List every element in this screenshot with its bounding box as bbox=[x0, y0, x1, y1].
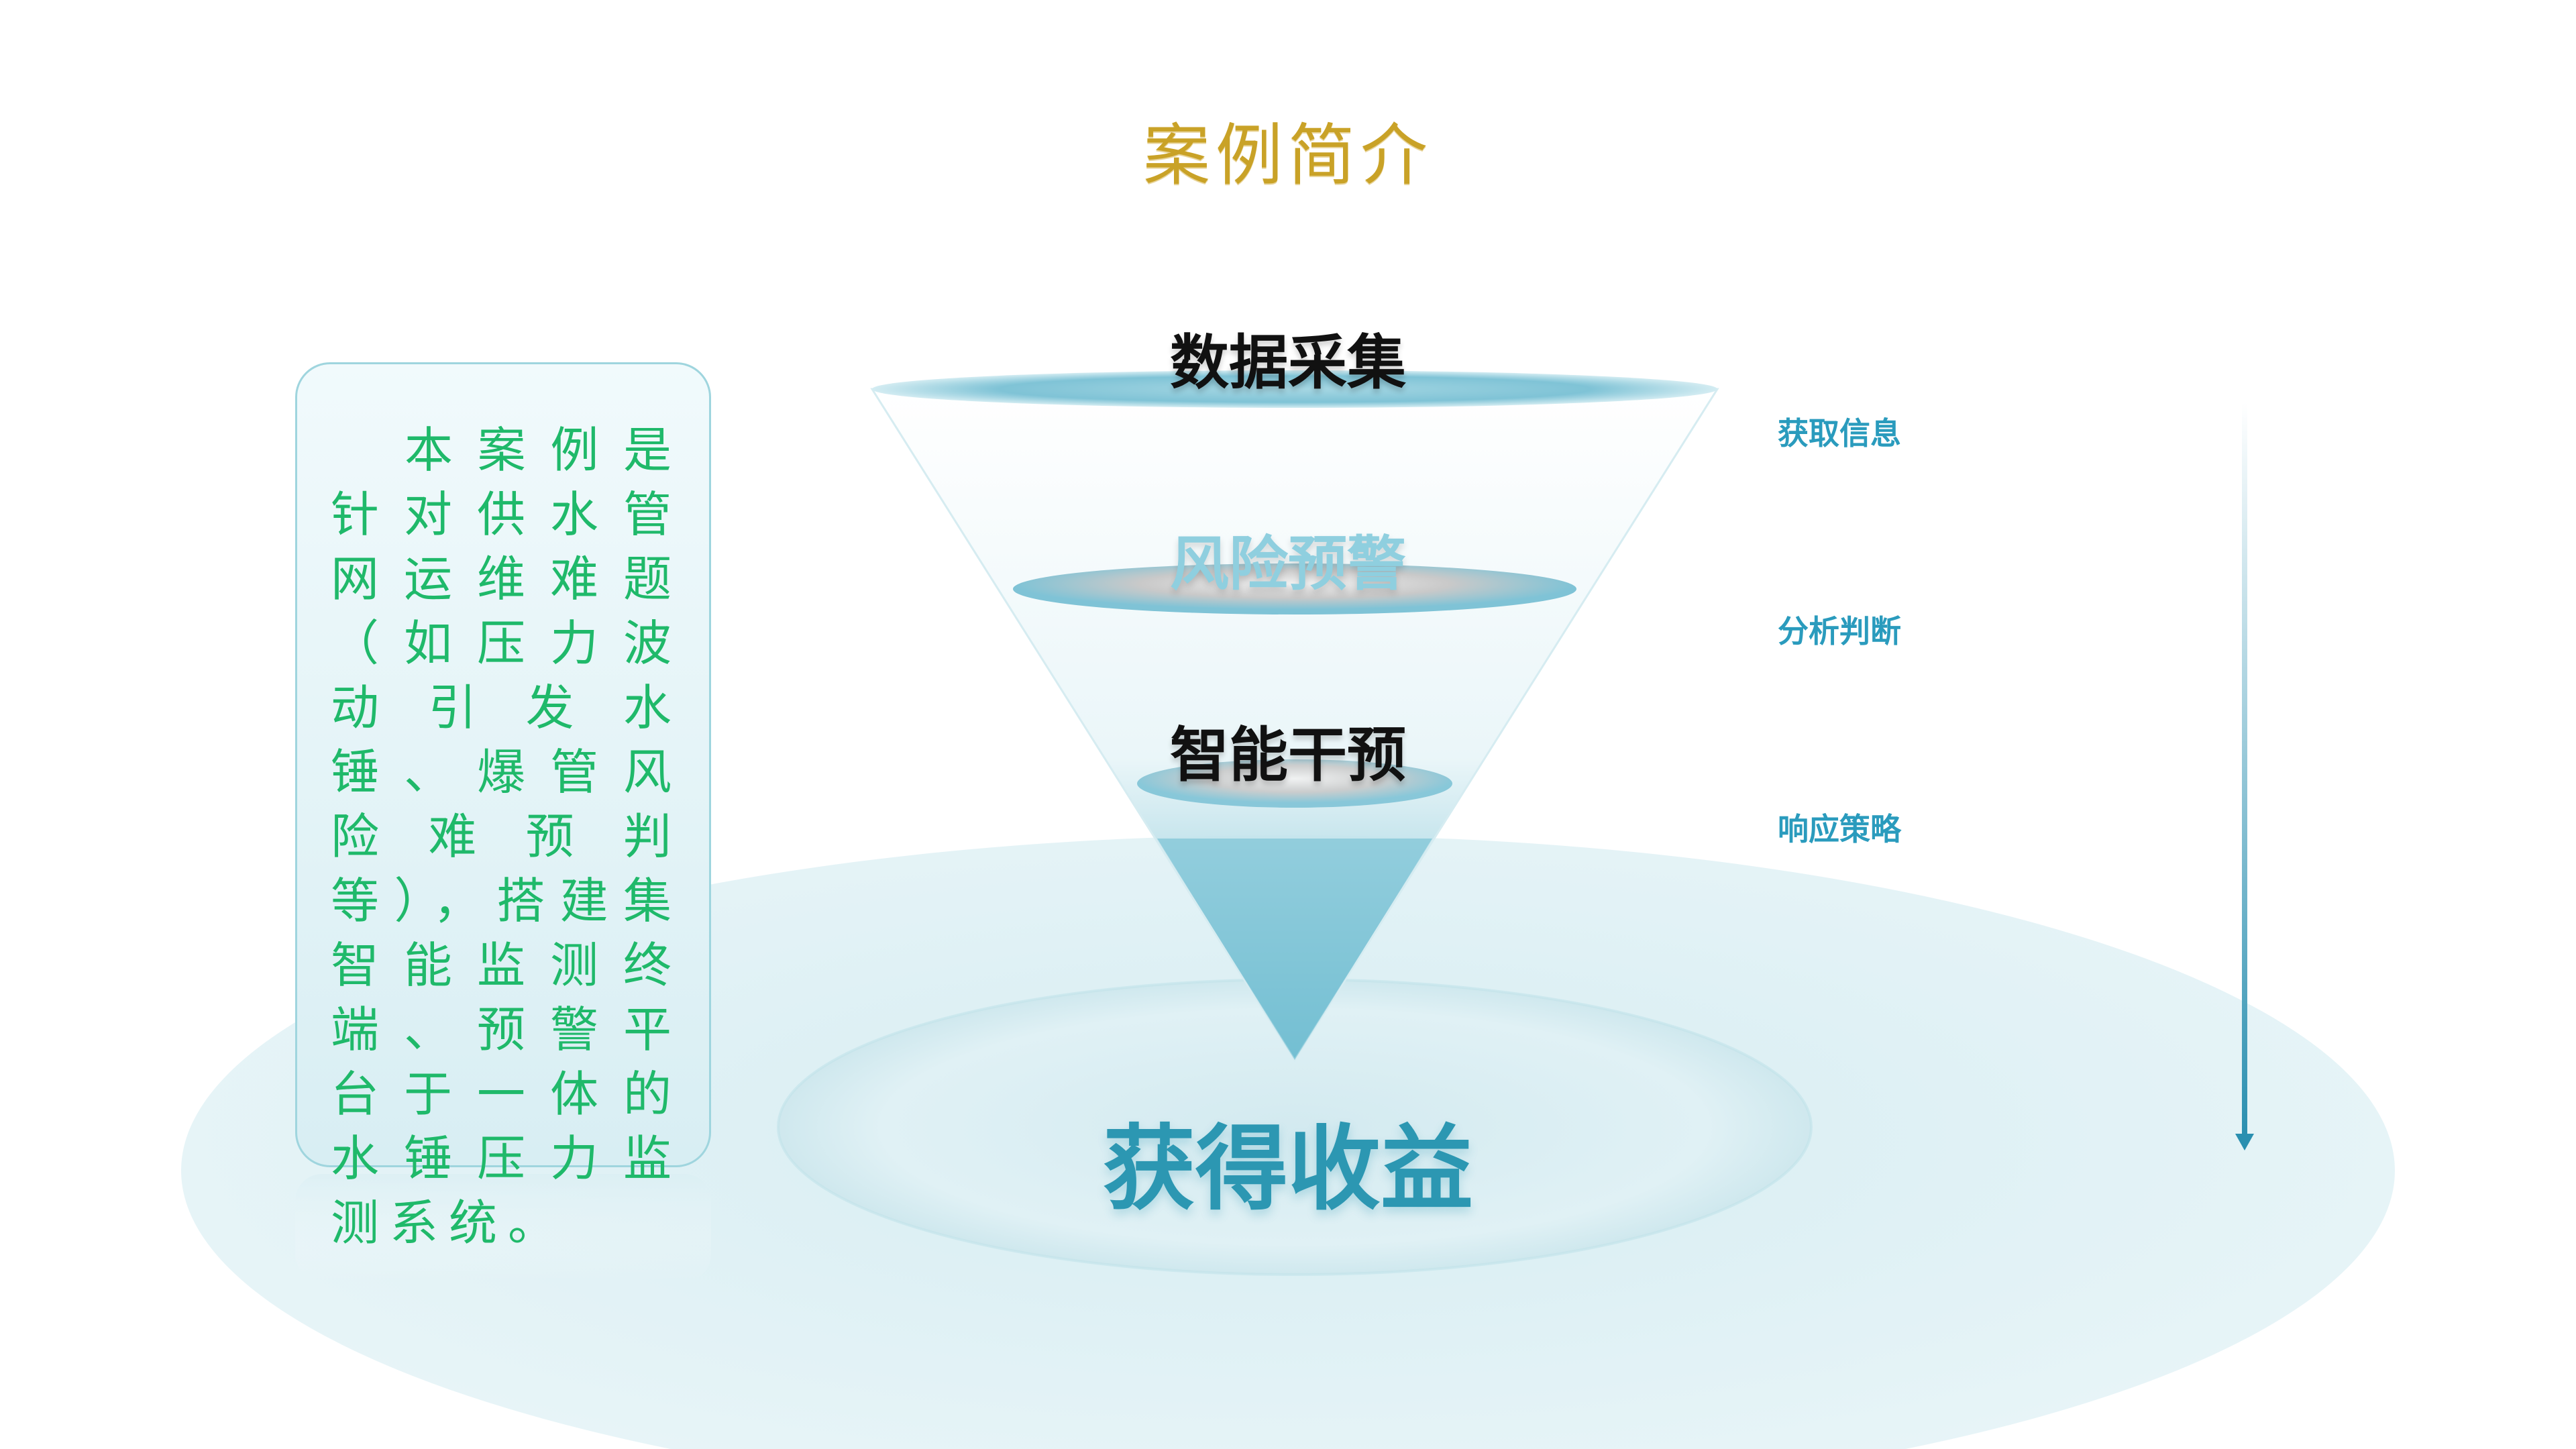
funnel-result-label: 获得收益 bbox=[1102, 1115, 1473, 1223]
stage-label-get-info: 获取信息 bbox=[1778, 415, 1901, 451]
funnel-layer-label-data-collection: 数据采集 bbox=[1169, 328, 1406, 397]
stage-label-respond: 响应策略 bbox=[1778, 811, 1901, 847]
page-title: 案例简介 bbox=[1143, 116, 1433, 195]
funnel-layer-label-risk-warning: 风险预警 bbox=[1169, 529, 1406, 598]
funnel-layer-label-smart-intervention: 智能干预 bbox=[1169, 720, 1406, 790]
description-box: 本案例是针对供水管网运维难题（如压力波动引发水锤、爆管风险难预判等），搭建集智能… bbox=[295, 362, 711, 1251]
description-text: 本案例是针对供水管网运维难题（如压力波动引发水锤、爆管风险难预判等），搭建集智能… bbox=[331, 422, 682, 1251]
stage-label-analyze: 分析判断 bbox=[1778, 613, 1901, 649]
